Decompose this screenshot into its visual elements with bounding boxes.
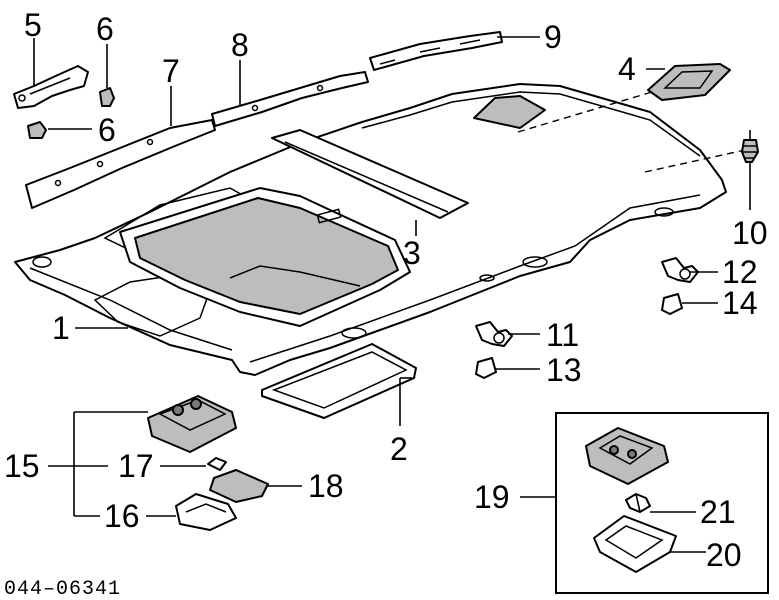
install-line-clip — [644, 149, 746, 173]
clip-12 — [661, 257, 699, 283]
callout-5: 5 — [24, 7, 42, 43]
dome-lamp-bulb — [625, 493, 651, 513]
push-clip — [741, 130, 759, 163]
clip-13 — [475, 357, 497, 379]
dome-lamp-unit — [585, 427, 669, 485]
dome-lamp-lens — [593, 515, 677, 573]
callout-labels: 5 6 6 7 8 9 4 10 1 3 2 11 13 12 14 15 17… — [4, 7, 768, 573]
callout-8: 8 — [231, 27, 249, 63]
side-rail-trim-left — [25, 119, 216, 209]
grip-cap-upper — [99, 87, 115, 107]
callout-11: 11 — [546, 317, 579, 353]
callout-6-upper: 6 — [96, 11, 114, 47]
leader-lines — [33, 36, 751, 553]
callout-18: 18 — [308, 468, 344, 504]
callout-13: 13 — [546, 352, 582, 388]
callout-19: 19 — [474, 479, 510, 515]
callout-4: 4 — [618, 51, 636, 87]
callout-15: 15 — [4, 448, 40, 484]
assist-grip — [13, 65, 89, 109]
callout-12: 12 — [722, 254, 758, 290]
callout-14: 14 — [722, 285, 758, 321]
grip-cap-lower — [27, 121, 47, 139]
callout-2: 2 — [390, 431, 408, 467]
side-rail-trim-right — [211, 71, 369, 127]
sunroof-trim-ring — [261, 343, 417, 419]
catalog-code: 044–06341 — [4, 578, 121, 600]
callout-9: 9 — [544, 19, 562, 55]
callout-16: 16 — [104, 498, 140, 534]
sunroof-opening — [119, 187, 411, 327]
callout-6-lower: 6 — [98, 112, 116, 148]
callout-3: 3 — [403, 235, 421, 271]
clip-11 — [475, 321, 513, 347]
callout-21: 21 — [700, 494, 736, 530]
dome-lamp-kit-box — [555, 412, 769, 594]
map-lamp-housing — [147, 395, 237, 453]
clip-14 — [661, 293, 683, 315]
dome-lamp-cover — [647, 63, 731, 101]
lamp-switch-bracket — [175, 493, 237, 531]
roof-silencer-strip — [271, 129, 469, 219]
map-lamp-bulb — [207, 457, 227, 471]
callout-10: 10 — [732, 215, 768, 251]
rear-trim-strip — [369, 31, 503, 71]
callout-1: 1 — [52, 310, 70, 346]
map-lamp-lens — [209, 469, 269, 503]
callout-17: 17 — [118, 448, 154, 484]
callout-7: 7 — [162, 53, 180, 89]
callout-20: 20 — [706, 537, 742, 573]
